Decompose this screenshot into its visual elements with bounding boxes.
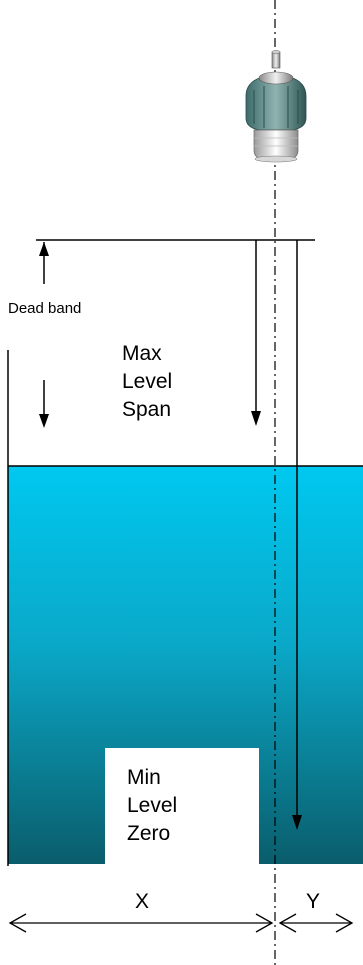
dead-band-label: Dead band: [8, 300, 82, 317]
x-dimension-left-head: [8, 913, 27, 933]
max-label-line2: Level: [122, 370, 173, 393]
max-label-line1: Max: [122, 342, 162, 365]
ultrasonic-sensor-icon: [245, 50, 307, 163]
max-level-span-label: Max Level Span: [122, 340, 172, 424]
min-label-line3: Zero: [127, 822, 171, 845]
min-label-line1: Min: [127, 766, 161, 789]
dead-band-arrow-up-head: [39, 242, 49, 256]
min-level-zero-label: Min Level Zero: [127, 764, 177, 848]
y-dimension-label: Y: [306, 890, 321, 913]
min-level-zero-arrow-head: [292, 815, 302, 830]
y-dimension-left-head: [278, 913, 297, 933]
y-dimension-right-head: [335, 913, 354, 933]
x-dimension-right-head: [255, 913, 274, 933]
dead-band-arrow-down-head: [39, 414, 49, 428]
min-level-zero-tag: [105, 748, 259, 866]
max-label-line3: Span: [122, 398, 172, 421]
x-dimension-label: X: [135, 890, 150, 913]
max-level-span-arrow-head: [251, 411, 261, 426]
min-label-line2: Level: [127, 794, 178, 817]
